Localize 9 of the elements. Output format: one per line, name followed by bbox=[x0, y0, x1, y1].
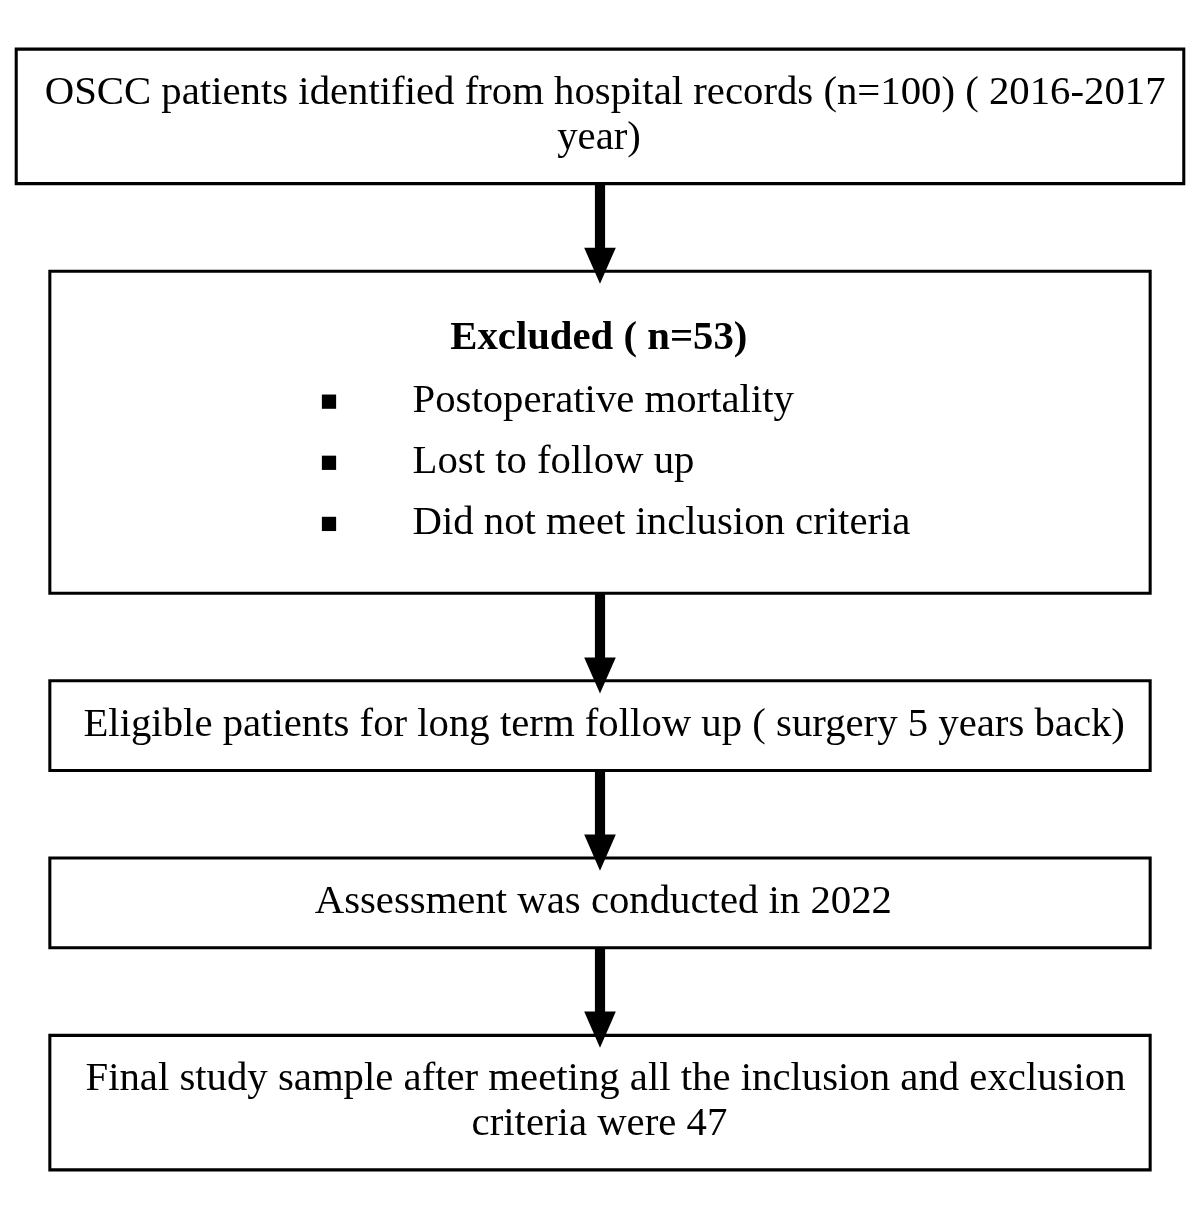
arrow bbox=[584, 770, 616, 871]
node-box: Excluded ( n=53) Postoperative mortality Lost to follow up Did not meet inclusion criteria bbox=[48, 269, 1152, 595]
arrow bbox=[584, 183, 616, 284]
node-box: Assessment was conducted in 2022 bbox=[48, 856, 1152, 950]
arrow bbox=[584, 948, 616, 1048]
node-box: OSCC patients identified from hospital records (n=100) ( 2016-2017 year) bbox=[14, 47, 1186, 186]
node-box: Final study sample after meeting all the inclusion and exclusion criteria were 47 bbox=[48, 1033, 1152, 1172]
node-box: Eligible patients for long term follow up ( surgery 5 years back) bbox=[48, 679, 1152, 772]
arrow bbox=[584, 593, 616, 694]
